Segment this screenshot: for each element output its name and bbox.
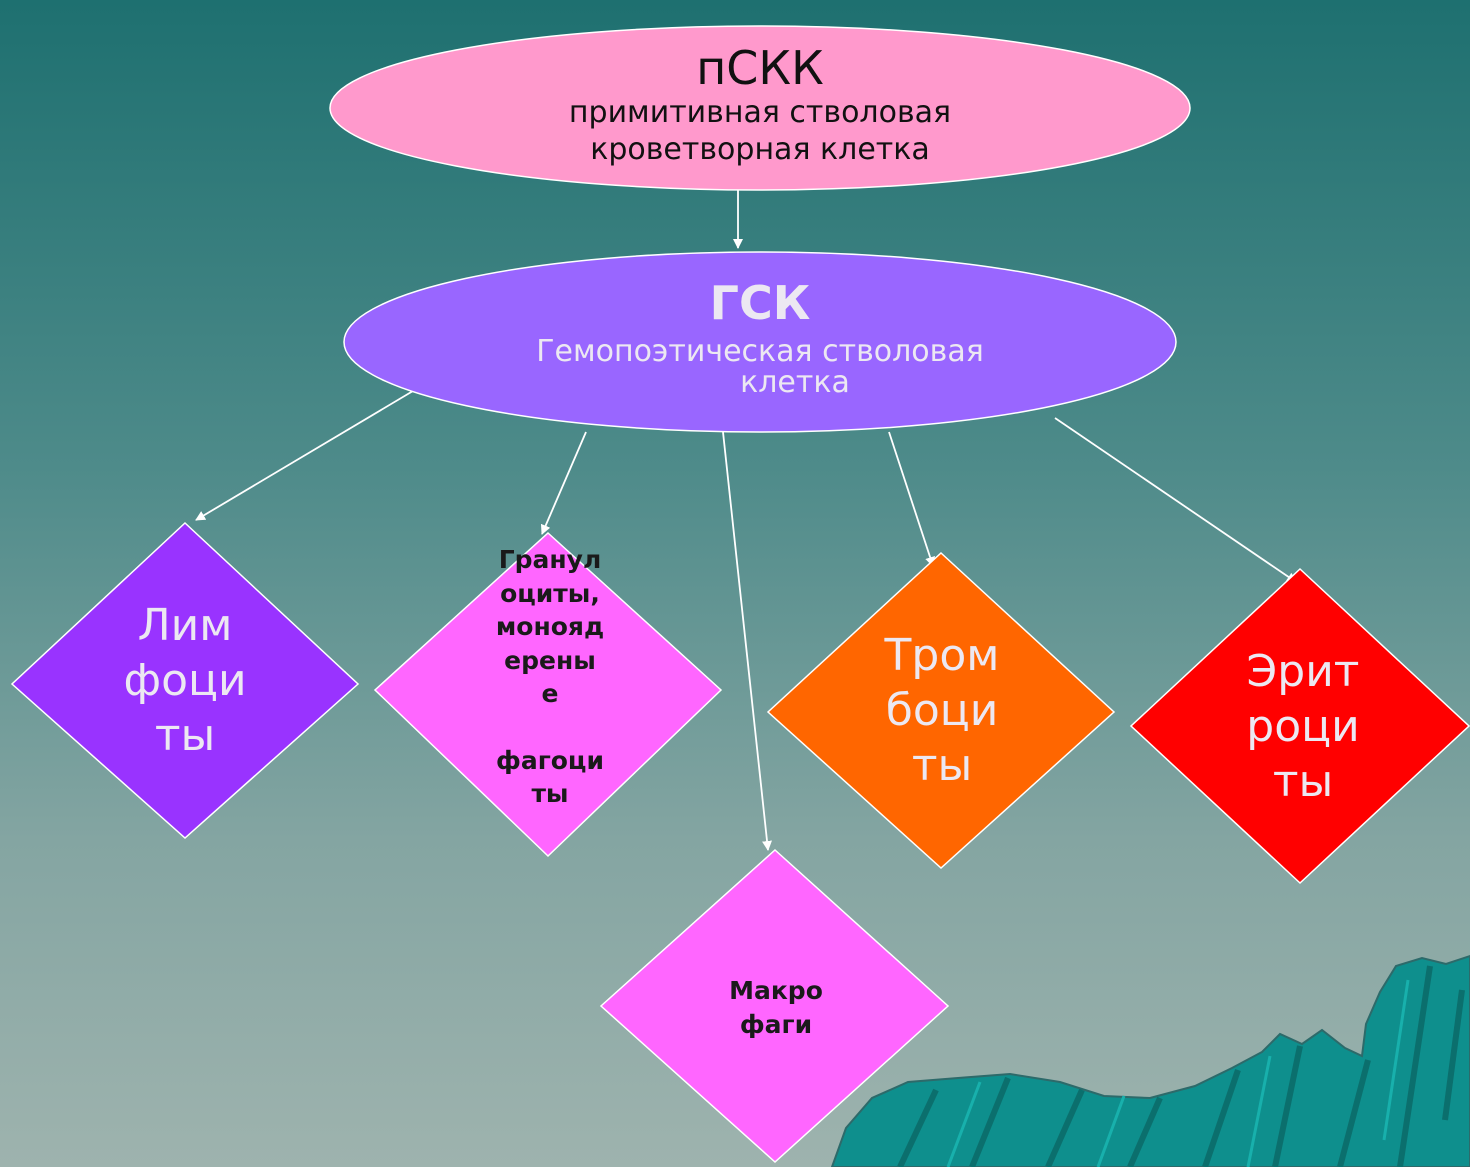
arrow-gsk-to-thrombocytes [888, 431, 935, 567]
macrophages-label-line: фаги [739, 1009, 813, 1039]
granulocytes-label-line: ерены [504, 645, 596, 675]
arrow-gsk-to-granulocytes [540, 431, 587, 535]
granulocytes-label-line: е [541, 679, 559, 708]
macrophages-label: Макро фаги [676, 974, 876, 1041]
gsk-subtitle-line1: Гемопоэтическая стволовая [536, 334, 984, 369]
erythrocytes-label-line: роци [1246, 701, 1360, 752]
lymphocytes-label-line: фоци [123, 655, 247, 706]
macrophages-node [599, 848, 950, 1164]
erythrocytes-node [1129, 567, 1470, 885]
granulocytes-label-line: монояд [495, 612, 605, 641]
granulocytes-label-line [450, 711, 650, 744]
erythrocytes-label-line: Эрит [1246, 646, 1360, 697]
granulocytes-label-line: Гранул [498, 545, 602, 574]
gsk-subtitle-line2: клетка [740, 365, 850, 400]
thrombocytes-label: Тром боци ты [842, 628, 1042, 793]
granulocytes-node [373, 531, 723, 858]
thrombocytes-label-line: ты [911, 740, 973, 791]
arrow-gsk-to-macrophages [722, 431, 773, 851]
lymphocytes-label-line: ты [154, 710, 216, 761]
lymphocytes-node [10, 521, 360, 840]
arrow-gsk-to-erythrocytes [1054, 417, 1297, 583]
granulocytes-label-line: оциты, [500, 578, 600, 608]
gsk-title: ГСК [709, 276, 811, 330]
granulocytes-label-line: фагоци [496, 745, 604, 775]
gsk-node [343, 251, 1177, 433]
lymphocytes-label-line: Лим [137, 600, 233, 651]
arrows [195, 190, 1297, 851]
pskk-subtitle-line1: примитивная стволовая [568, 95, 952, 130]
granulocytes-label-line: ты [531, 779, 569, 808]
mountain-decoration [830, 954, 1470, 1167]
pskk-node [329, 25, 1191, 191]
thrombocytes-label-line: Тром [884, 630, 1000, 681]
thrombocytes-label-line: боци [885, 685, 999, 736]
erythrocytes-label-line: ты [1272, 756, 1334, 807]
thrombocytes-node [766, 551, 1116, 870]
macrophages-label-line: Макро [729, 976, 823, 1005]
erythrocytes-label: Эрит роци ты [1203, 644, 1403, 809]
pskk-subtitle-line2: кроветворная клетка [590, 132, 930, 167]
granulocytes-label: Гранул оциты, монояд ерены е фагоци ты [450, 543, 650, 811]
pskk-title: пСКК [696, 41, 824, 95]
arrow-gsk-to-lymphocytes [195, 387, 419, 521]
lymphocytes-label: Лим фоци ты [85, 598, 285, 763]
